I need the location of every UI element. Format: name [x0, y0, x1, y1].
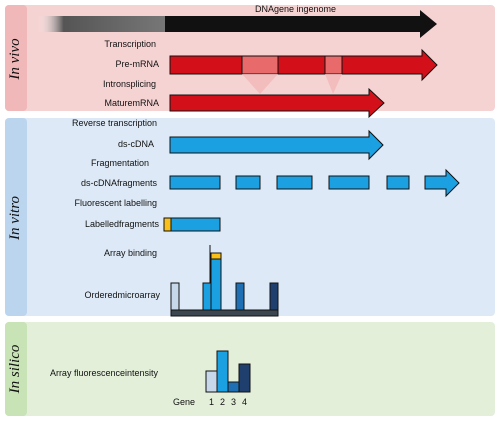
pre-mrna-arrow [169, 48, 438, 82]
cdna-fragment-5 [386, 175, 410, 190]
splicing-shade-2 [325, 74, 342, 94]
intensity-bar-gene-3 [227, 381, 240, 393]
probe-4 [269, 282, 279, 311]
in-vivo-side-bar [5, 5, 27, 111]
cdna-fragment-3 [276, 175, 313, 190]
in-vitro-panel [5, 118, 495, 316]
fluorescent-label-tag [163, 217, 172, 232]
probe-3 [235, 282, 245, 311]
probe-1 [170, 282, 180, 311]
in-silico-side-bar [5, 322, 27, 416]
pre-mrna-intron-1 [241, 55, 279, 75]
bound-label-tag [210, 252, 222, 260]
labelled-fragment [170, 217, 221, 232]
cdna-fragment-2 [235, 175, 261, 190]
cdna-fragment-1 [169, 175, 221, 190]
mature-mrna-arrow [169, 87, 385, 119]
intensity-bar-gene-1 [205, 370, 218, 393]
cdna-fragment-6-arrow [424, 168, 460, 198]
microarray-substrate [170, 309, 279, 317]
pre-mrna-intron-2 [324, 55, 343, 75]
genomic-dna-flank [38, 16, 166, 32]
cdna-fragment-4 [328, 175, 370, 190]
bound-fragment [210, 258, 222, 311]
probe-2 [202, 282, 212, 311]
intensity-bar-gene-4 [238, 363, 251, 393]
in-vitro-side-bar [5, 118, 27, 316]
dna-gene-arrow [165, 10, 437, 38]
splicing-shade-1 [242, 74, 278, 94]
ds-cdna-arrow [169, 129, 384, 161]
intensity-bar-gene-2 [216, 350, 229, 393]
